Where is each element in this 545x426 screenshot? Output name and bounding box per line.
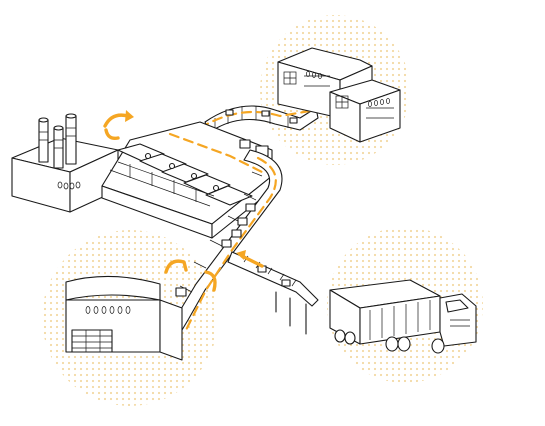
smokestacks <box>38 113 77 169</box>
office-windows <box>283 71 394 119</box>
truck-ramp <box>227 251 319 335</box>
upper-parcels <box>225 109 298 124</box>
warehouse <box>65 275 183 361</box>
circular-arrows-icon <box>103 110 134 141</box>
cargo-truck <box>329 279 477 354</box>
belt-parcels <box>175 203 256 297</box>
upper-conveyor <box>198 105 319 133</box>
incoming-arrow-icon <box>236 250 264 268</box>
warehouse-doors <box>71 329 113 353</box>
plant-details <box>144 139 269 192</box>
turn-arrow-icon <box>164 259 217 292</box>
factory-windows <box>57 181 81 190</box>
u-shaped-office-building <box>277 47 401 143</box>
warehouse-windows <box>85 306 131 314</box>
truck-wheels <box>334 329 445 354</box>
truck-cab <box>439 293 477 347</box>
